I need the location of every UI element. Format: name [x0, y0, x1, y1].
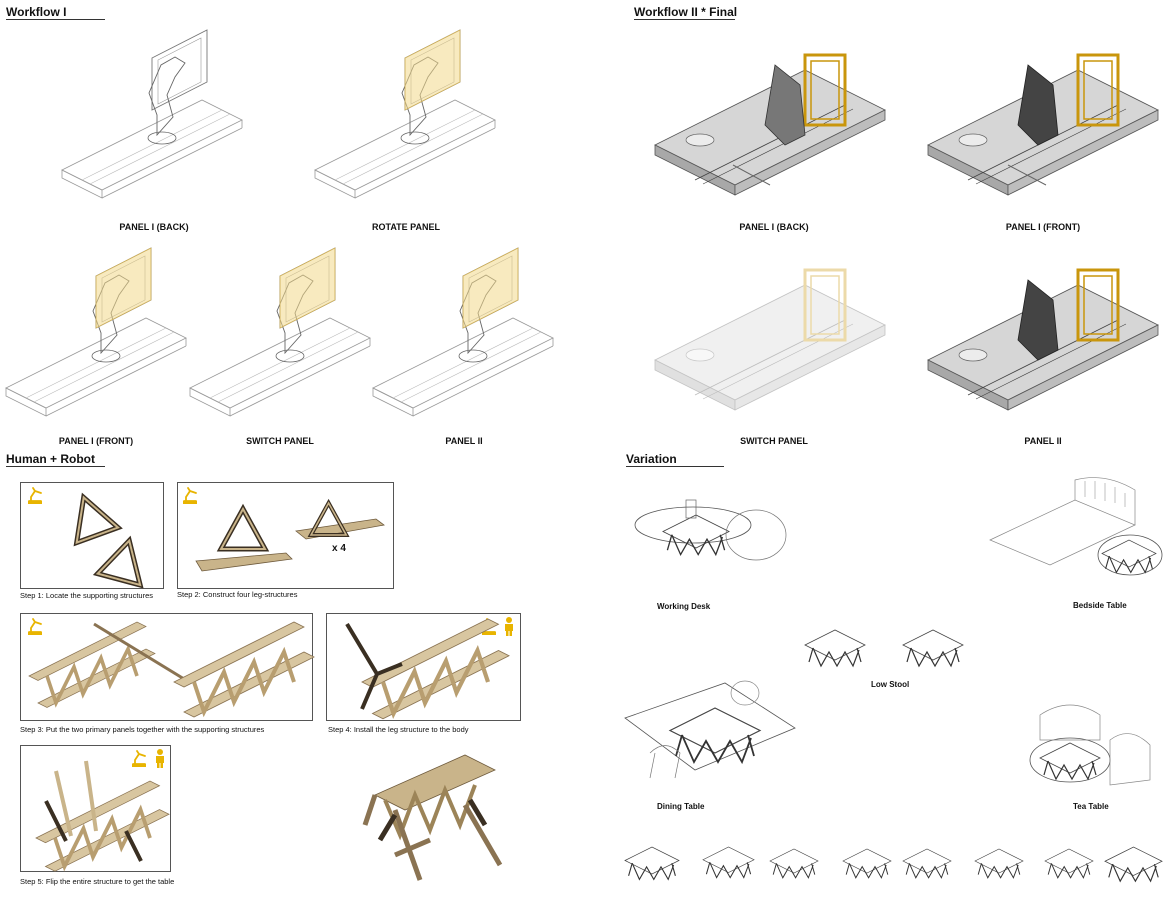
variation-label: Tea Table	[1073, 802, 1109, 811]
variation-label: Dining Table	[657, 802, 705, 811]
workflow1-caption: PANEL I (FRONT)	[58, 436, 134, 446]
variation-label: Bedside Table	[1073, 601, 1127, 610]
panels-with-supports	[27, 620, 316, 719]
workflow2-cell-panel-back	[653, 53, 887, 197]
low-stool-drawing-a	[804, 629, 866, 667]
leg-structures	[195, 501, 385, 572]
workflow1-cell-panel-front	[5, 247, 187, 417]
workflow2-cell-switch	[653, 268, 887, 412]
leg-install	[345, 619, 517, 714]
robot-arm-icon	[27, 487, 43, 505]
bedside-table-drawing	[989, 477, 1163, 576]
step4-box	[326, 613, 521, 721]
step1-label: Step 1: Locate the supporting structures	[20, 591, 153, 600]
flip-structure	[34, 760, 171, 874]
triangle-structure	[43, 505, 163, 585]
workflow1-caption: PANEL I (BACK)	[119, 222, 189, 232]
workflow2-rule	[634, 19, 735, 20]
variation-heading: Variation	[626, 452, 677, 466]
final-table	[362, 754, 503, 881]
workflow2-heading: Workflow II * Final	[634, 5, 738, 19]
step3-box	[20, 613, 316, 721]
table-sketch-row	[624, 846, 1163, 882]
workflow1-caption: PANEL II	[445, 436, 483, 446]
variation-label: Low Stool	[871, 680, 910, 689]
workflow2-caption: SWITCH PANEL	[740, 436, 808, 446]
working-desk-drawing	[634, 499, 787, 561]
workflow1-cell-rotate	[314, 29, 496, 199]
workflow1-cell-panel-back	[61, 29, 243, 199]
step4-label: Step 4: Install the leg structure to the…	[328, 725, 469, 734]
workflow1-rule	[6, 19, 105, 20]
step5-label: Step 5: Flip the entire structure to get…	[20, 877, 175, 886]
multiplier-label: x 4	[332, 543, 346, 554]
workflow1-caption: SWITCH PANEL	[246, 436, 314, 446]
workflow1-cell-panel2	[372, 247, 554, 417]
step5-box	[20, 745, 171, 874]
workflow2-caption: PANEL I (BACK)	[739, 222, 809, 232]
step2-box: x 4	[177, 482, 394, 589]
workflow1-cell-switch	[189, 247, 371, 417]
workflow1-caption: ROTATE PANEL	[372, 222, 440, 232]
variation-rule	[626, 466, 724, 467]
human-robot-heading: Human + Robot	[6, 452, 95, 466]
step3-label: Step 3: Put the two primary panels toget…	[20, 725, 265, 734]
low-stool-drawing-b	[902, 629, 964, 667]
step1-box	[20, 482, 164, 589]
workflow1-heading: Workflow I	[6, 5, 67, 19]
workflow2-caption: PANEL II	[1024, 436, 1062, 446]
workflow2-cell-panel-front	[926, 53, 1160, 197]
workflow2-cell-panel2	[926, 268, 1160, 412]
variation-label: Working Desk	[657, 602, 711, 611]
dining-table-drawing	[624, 680, 796, 779]
human-robot-rule	[6, 466, 105, 467]
step2-label: Step 2: Construct four leg-structures	[177, 590, 298, 599]
workflow2-caption: PANEL I (FRONT)	[1005, 222, 1081, 232]
tea-table-drawing	[1029, 704, 1151, 786]
